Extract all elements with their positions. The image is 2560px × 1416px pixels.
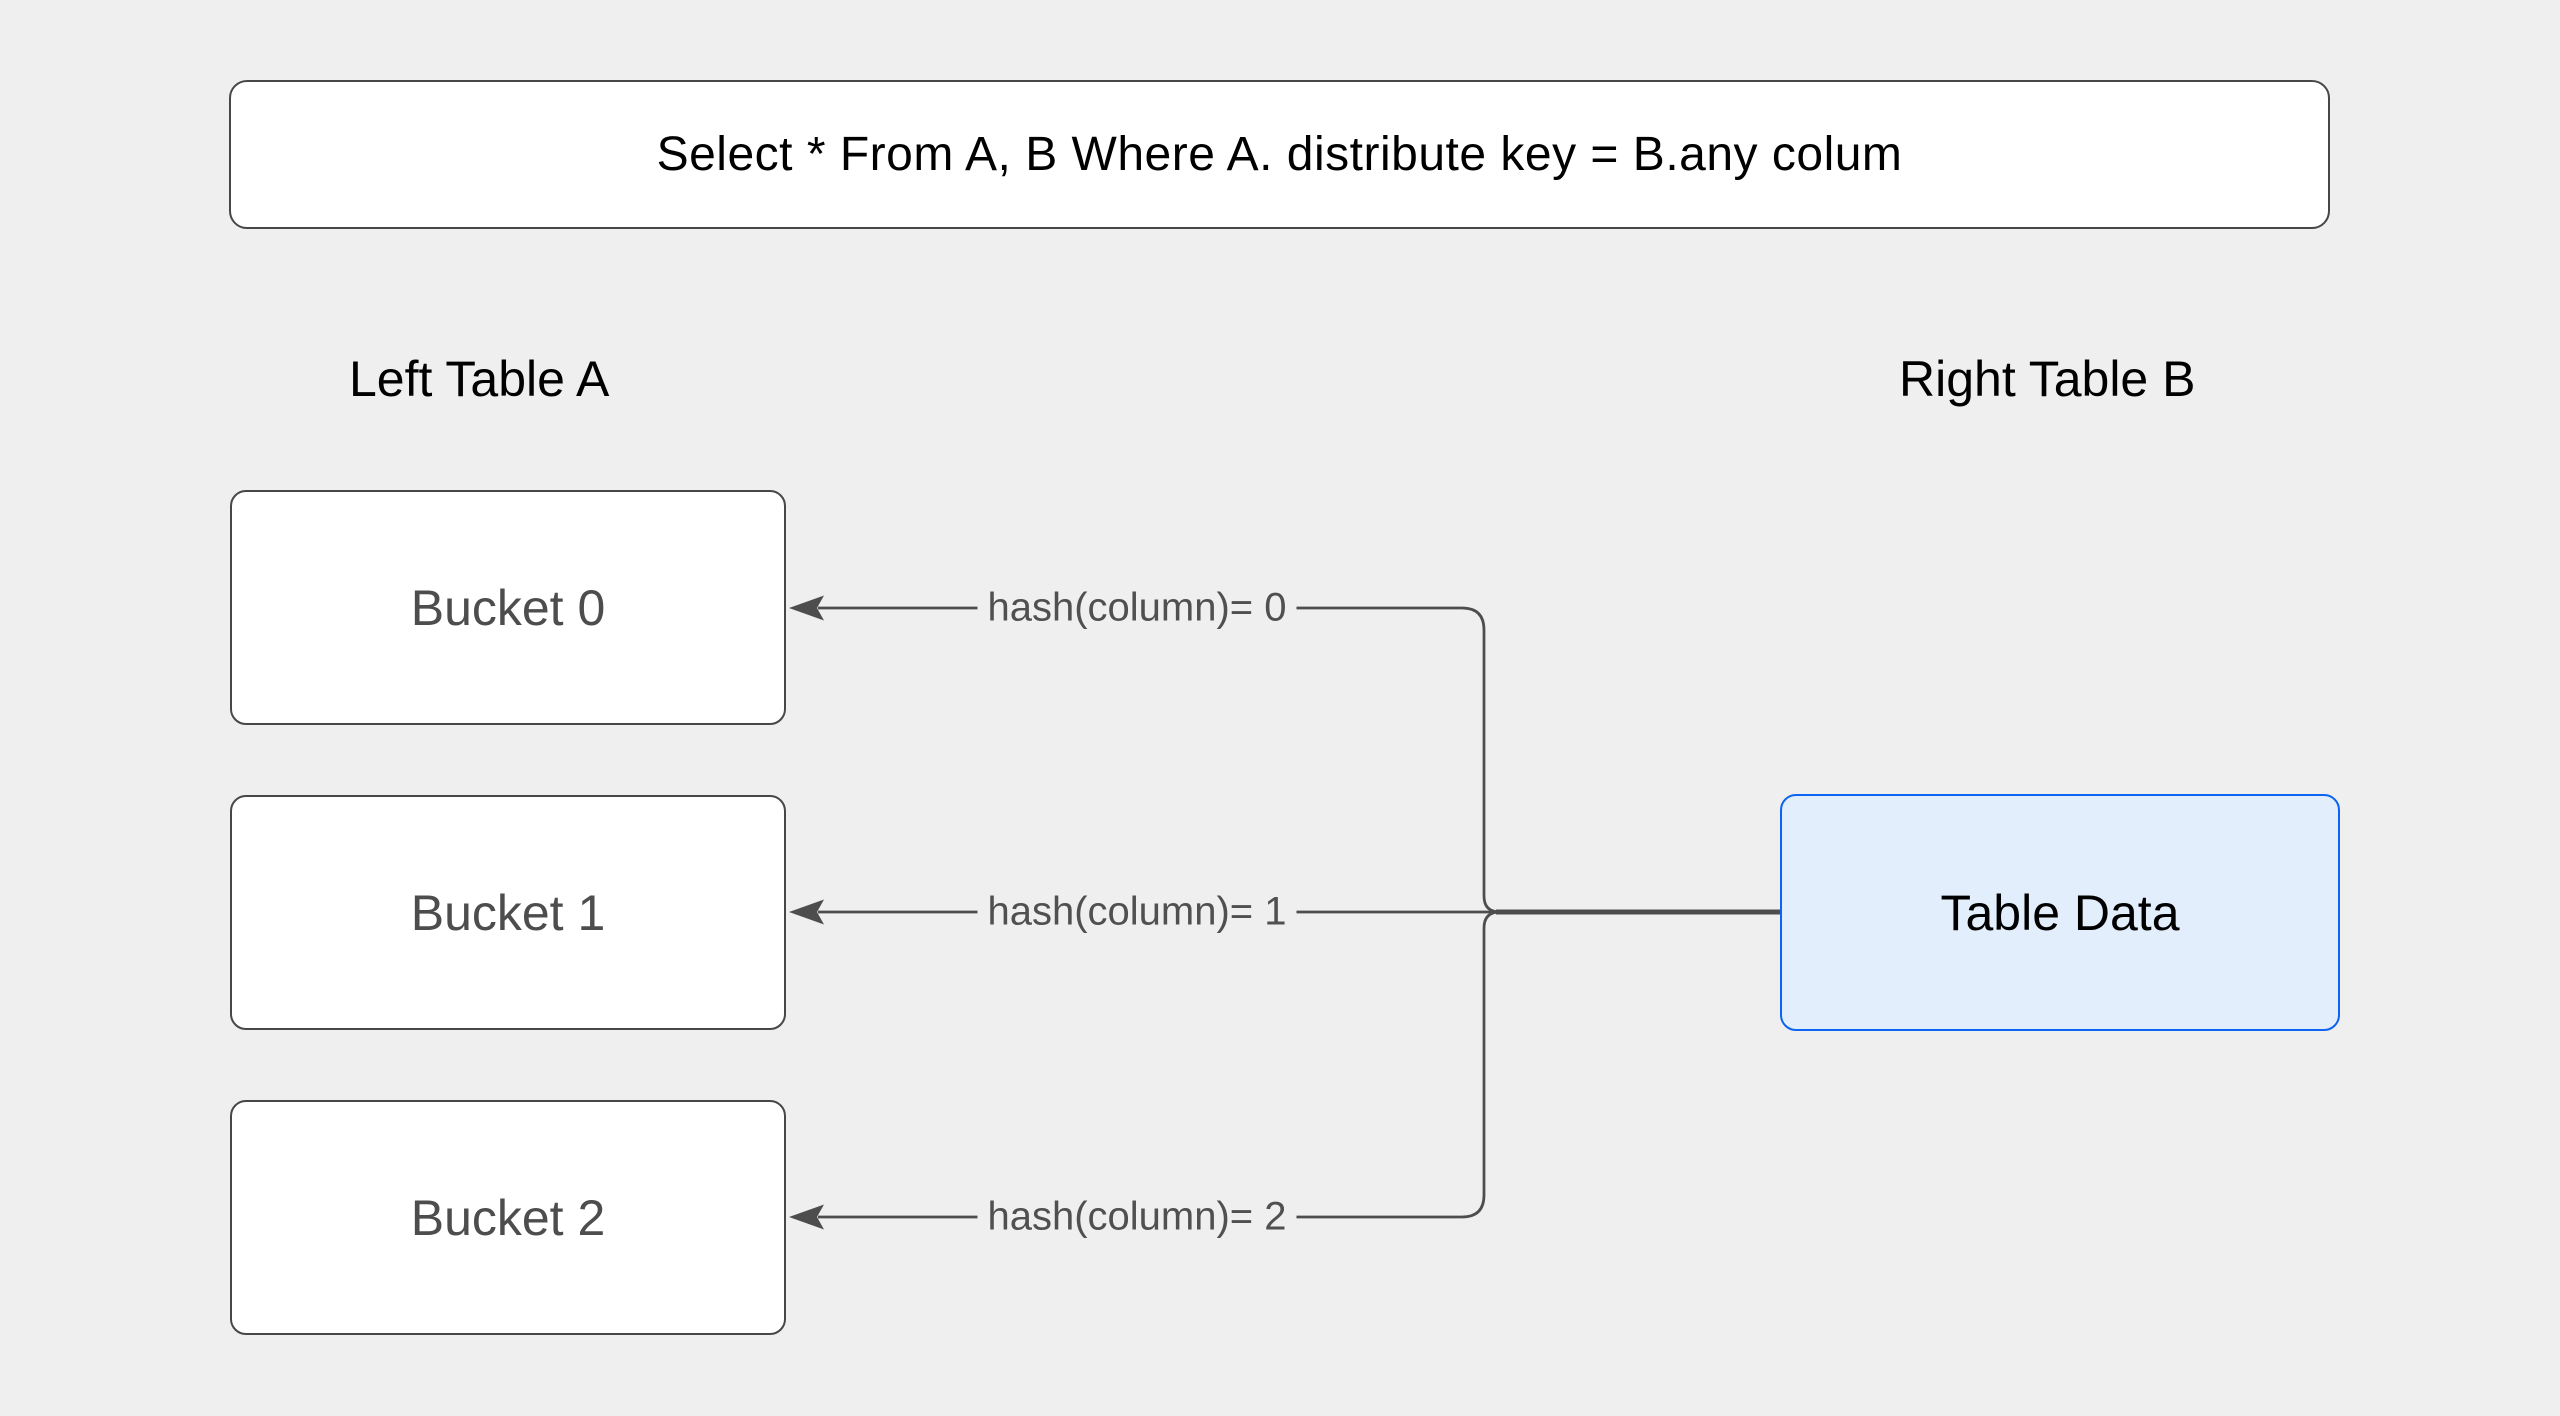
bucket-1-label: Bucket 1 xyxy=(410,884,606,941)
table-data-label: Table Data xyxy=(1940,884,2180,941)
table-data-node: Table Data xyxy=(1780,794,2340,1031)
connector-bucket-2 xyxy=(818,910,1780,1219)
bucket-0-label: Bucket 0 xyxy=(410,579,606,636)
query-box: Select * From A, B Where A. distribute k… xyxy=(229,80,2330,229)
right-table-label: Right Table B xyxy=(1899,351,2196,407)
bucket-2-node: Bucket 2 xyxy=(230,1100,786,1335)
edge-label-hash-1: hash(column)= 1 xyxy=(977,887,1297,937)
bucket-2-label: Bucket 2 xyxy=(410,1189,606,1246)
edge-label-hash-0: hash(column)= 0 xyxy=(977,583,1297,633)
bucket-0-node: Bucket 0 xyxy=(230,490,786,725)
arrowhead-icon xyxy=(789,1204,824,1230)
bucket-1-node: Bucket 1 xyxy=(230,795,786,1030)
edge-label-hash-2: hash(column)= 2 xyxy=(977,1192,1297,1242)
query-text: Select * From A, B Where A. distribute k… xyxy=(656,128,1903,181)
arrowhead-icon xyxy=(789,899,824,925)
connector-bucket-0 xyxy=(818,606,1780,914)
arrowhead-icon xyxy=(789,595,824,621)
left-table-label: Left Table A xyxy=(349,351,610,407)
